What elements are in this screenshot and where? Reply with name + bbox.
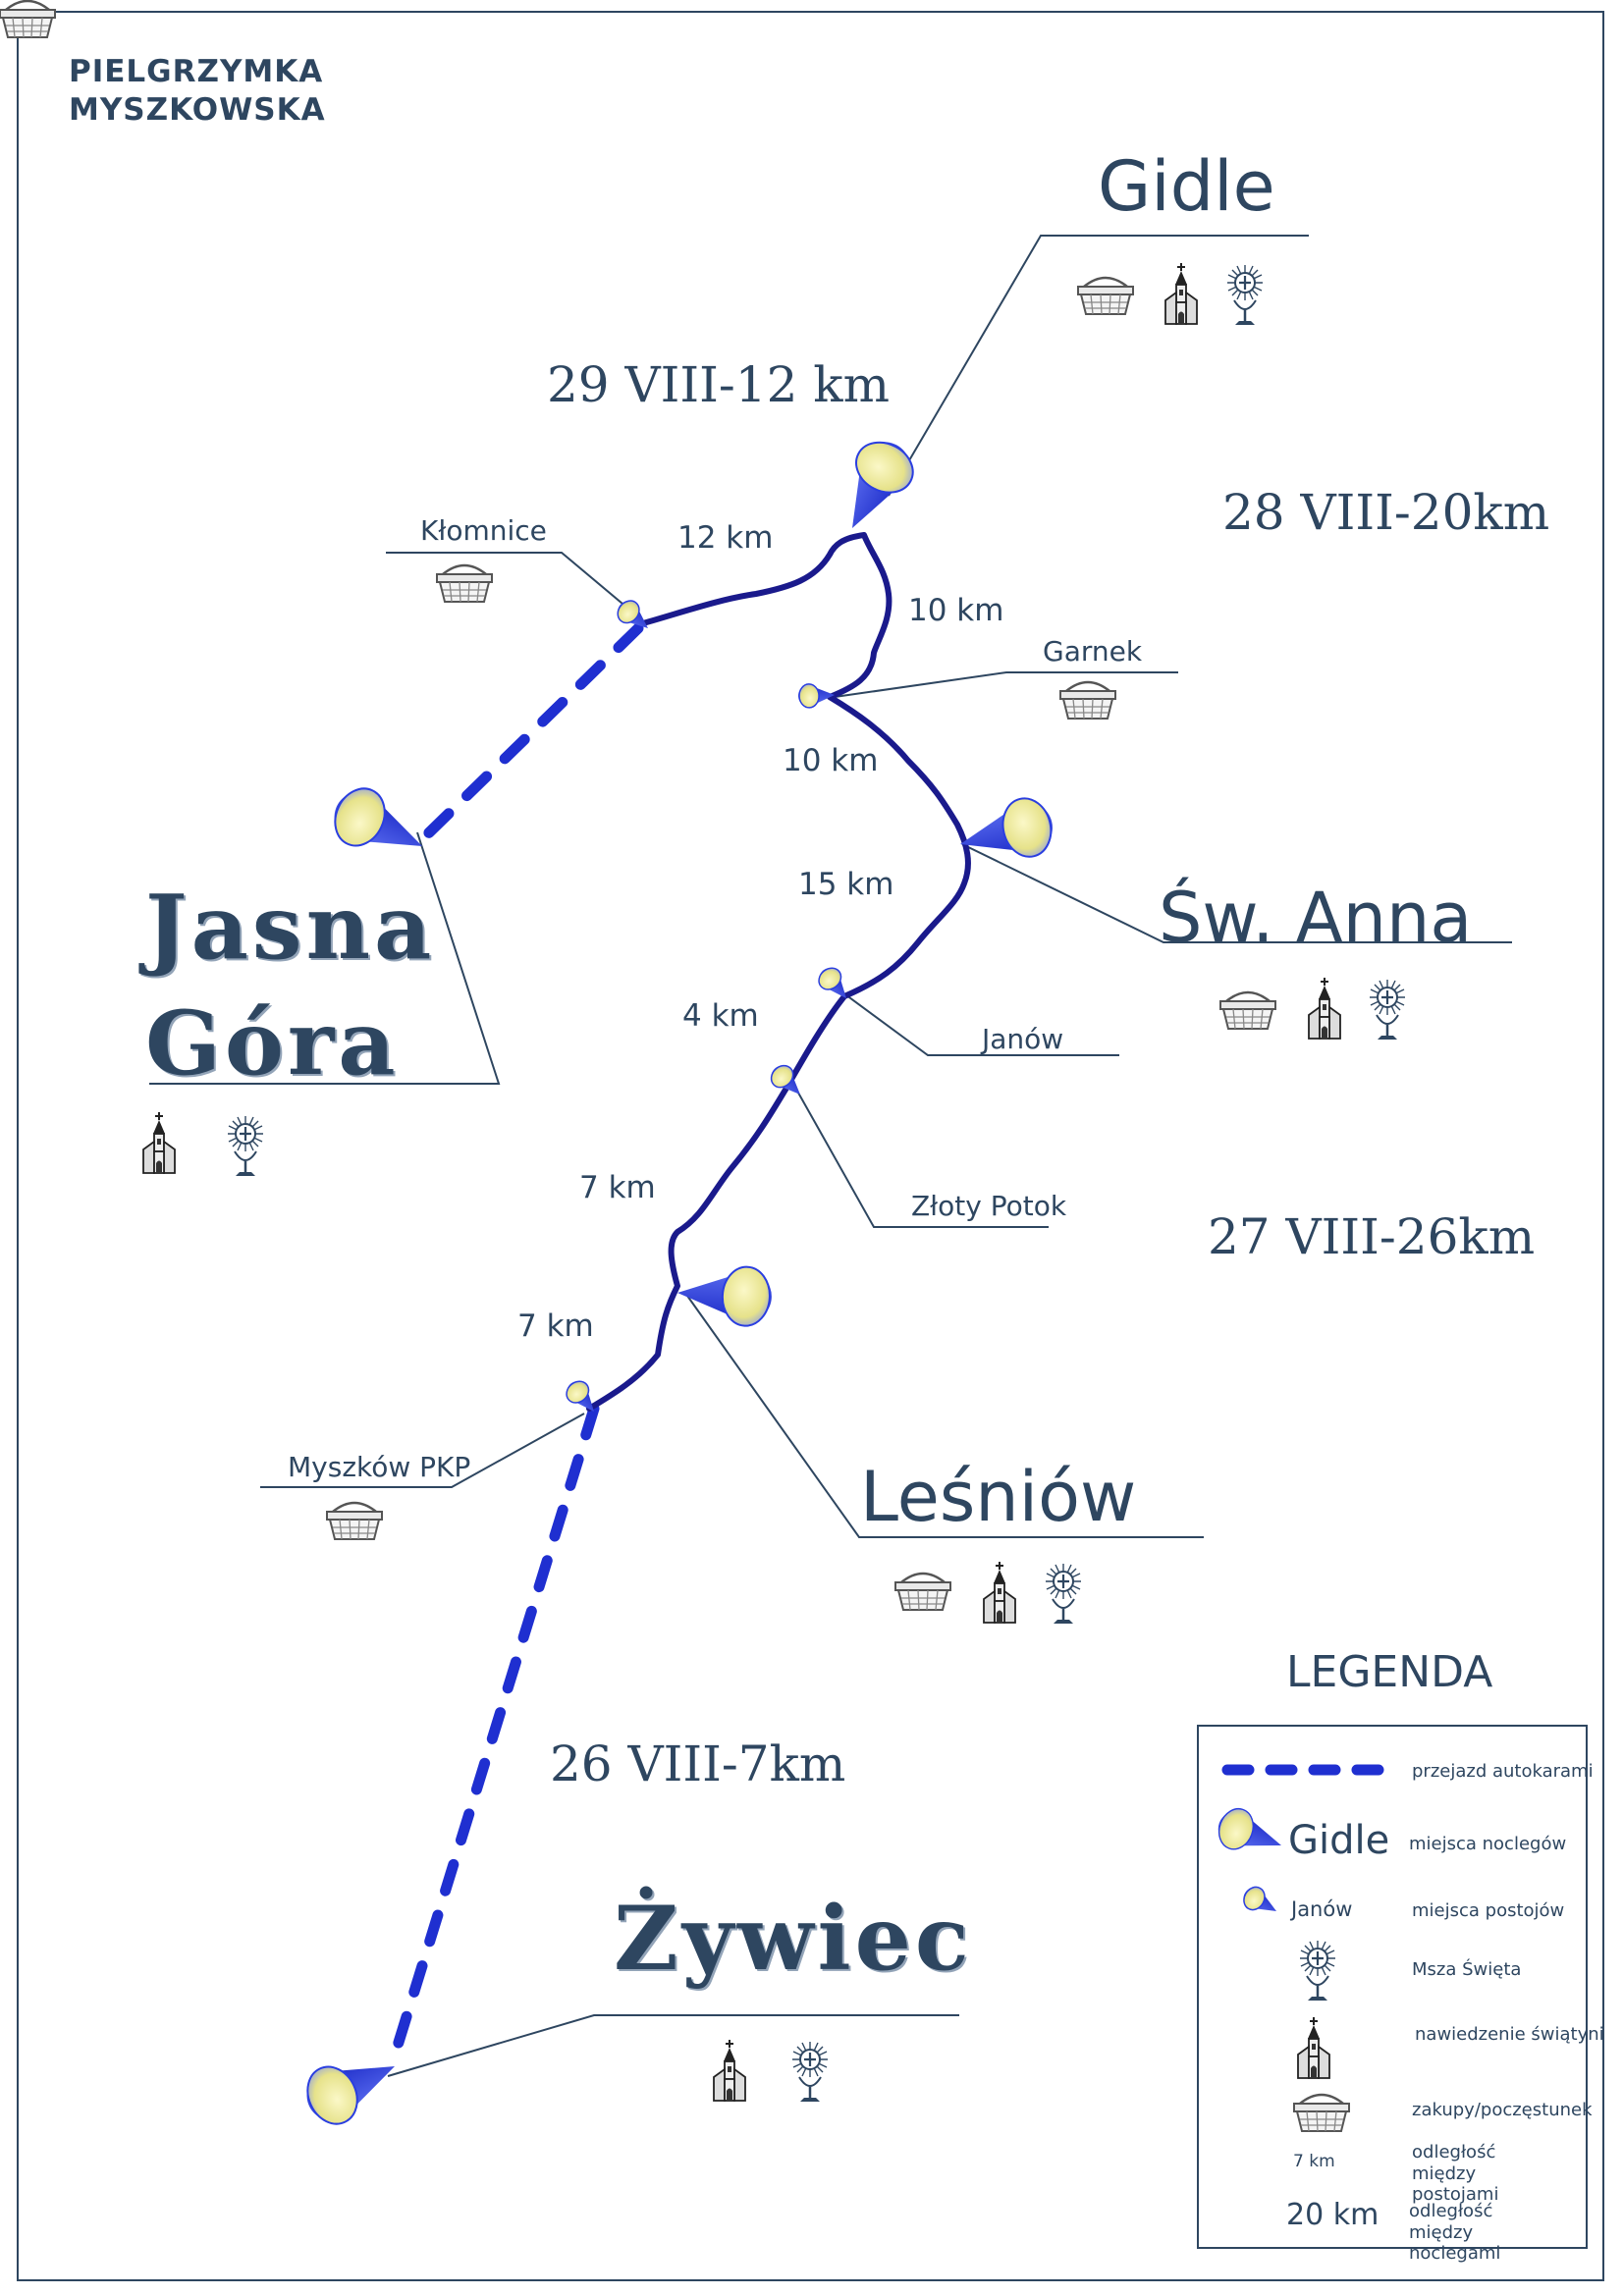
monstrance-icon: [1044, 1562, 1083, 1626]
legend-church-label: nawiedzenie świątyni: [1415, 2024, 1604, 2045]
pin-garnek: [796, 682, 837, 710]
place-zloty-potok: Złoty Potok: [911, 1190, 1067, 1222]
distance-janow-zlotypotok: 4 km: [682, 998, 759, 1034]
place-myszkow-pkp: Myszków PKP: [288, 1451, 471, 1483]
map-frame: [17, 11, 1604, 2281]
sw-anna-icons: [1218, 977, 1407, 1041]
place-jasna-gora-line-1: Jasna: [145, 876, 436, 980]
place-gidle: Gidle: [1098, 146, 1275, 227]
church-icon: [142, 1111, 176, 1174]
church-icon: [1164, 262, 1198, 325]
walking-route: [586, 532, 971, 1412]
basket-icon: [0, 0, 57, 39]
day-28-label: 28 VIII-20km: [1222, 484, 1550, 541]
monstrance-icon: [1368, 978, 1407, 1041]
day-26-label: 26 VIII-7km: [550, 1735, 846, 1792]
distance-zlotypotok-lesniow: 7 km: [579, 1170, 656, 1205]
legend-stop-pin-icon: [1238, 1882, 1283, 1923]
place-lesniow: Leśniów: [860, 1457, 1137, 1537]
pin-gidle: [825, 430, 924, 544]
distance-swanna-janow: 15 km: [798, 867, 894, 902]
church-icon: [713, 2039, 746, 2102]
legend-overnight-pin-icon: [1211, 1802, 1289, 1866]
legend-km-small-sample: 7 km: [1293, 2152, 1335, 2171]
basket-icon: [1076, 276, 1135, 316]
place-garnek: Garnek: [1043, 635, 1143, 667]
legend-shopping-label: zakupy/poczęstunek: [1412, 2100, 1593, 2120]
legend-overnight-label: miejsca noclegów: [1409, 1834, 1567, 1854]
pin-lesniow: [675, 1262, 775, 1328]
legend-stop-sample: Janów: [1291, 1897, 1353, 1921]
monstrance-icon: [790, 2040, 830, 2104]
callout-lines: [149, 235, 1512, 2077]
legend-stop-label: miejsca postojów: [1412, 1900, 1565, 1921]
monstrance-icon: [226, 1114, 265, 1178]
monstrance-icon: [1225, 263, 1265, 327]
legend-mass-label: Msza Święta: [1412, 1959, 1522, 1980]
pin-zloty-potok: [765, 1059, 810, 1104]
basket-icon: [325, 1501, 384, 1541]
legend-box: [1197, 1725, 1588, 2249]
garnek-icons: [1058, 680, 1117, 721]
legend-km-small-label: odległość między postojami: [1412, 2142, 1499, 2206]
monstrance-icon: [1298, 1939, 1337, 2002]
header-line-2: MYSZKOWSKA: [69, 92, 326, 128]
lesniow-icons: [893, 1561, 1083, 1626]
place-zywiec: Żywiec: [614, 1887, 973, 1991]
pin-jasna-gora: [323, 778, 436, 875]
legend-km-big-label: odległość między noclegami: [1409, 2201, 1501, 2265]
place-klomnice: Kłomnice: [420, 514, 547, 547]
church-icon: [983, 1561, 1016, 1624]
day-27-label: 27 VIII-26km: [1208, 1208, 1536, 1265]
gidle-icons: [1076, 262, 1265, 327]
legend-km-big-sample: 20 km: [1286, 2198, 1380, 2232]
place-janow: Janów: [982, 1023, 1064, 1055]
pin-janow: [813, 962, 856, 1007]
basket-icon: [893, 1572, 952, 1612]
place-jasna-gora-line-2: Góra: [145, 991, 400, 1095]
pin-zywiec: [296, 2038, 408, 2134]
bus-routes: [387, 622, 644, 2067]
myszkow-icons: [325, 1501, 384, 1541]
place-sw-anna: Św. Anna: [1159, 878, 1473, 958]
basket-icon: [435, 563, 494, 604]
legend-bus-label: przejazd autokarami: [1412, 1761, 1594, 1782]
distance-garnek-swanna: 10 km: [783, 743, 879, 778]
church-icon: [1308, 977, 1341, 1040]
legend-overnight-sample: Gidle: [1288, 1818, 1390, 1863]
basket-icon: [1292, 2093, 1351, 2133]
klomnice-icons: [435, 563, 494, 604]
basket-icon: [1218, 990, 1277, 1031]
header-line-1: PIELGRZYMKA: [69, 54, 324, 89]
day-29-label: 29 VIII-12 km: [547, 356, 890, 413]
distance-gidle-garnek: 10 km: [908, 593, 1004, 628]
distance-gidle-klomnice: 12 km: [677, 520, 774, 556]
church-icon: [1297, 2016, 1330, 2079]
basket-icon: [1058, 680, 1117, 721]
legend-title: LEGENDA: [1286, 1647, 1493, 1697]
distance-lesniow-myszkow: 7 km: [517, 1308, 594, 1344]
jasna-gora-icons: [142, 1111, 265, 1178]
zywiec-icons: [713, 2039, 830, 2104]
